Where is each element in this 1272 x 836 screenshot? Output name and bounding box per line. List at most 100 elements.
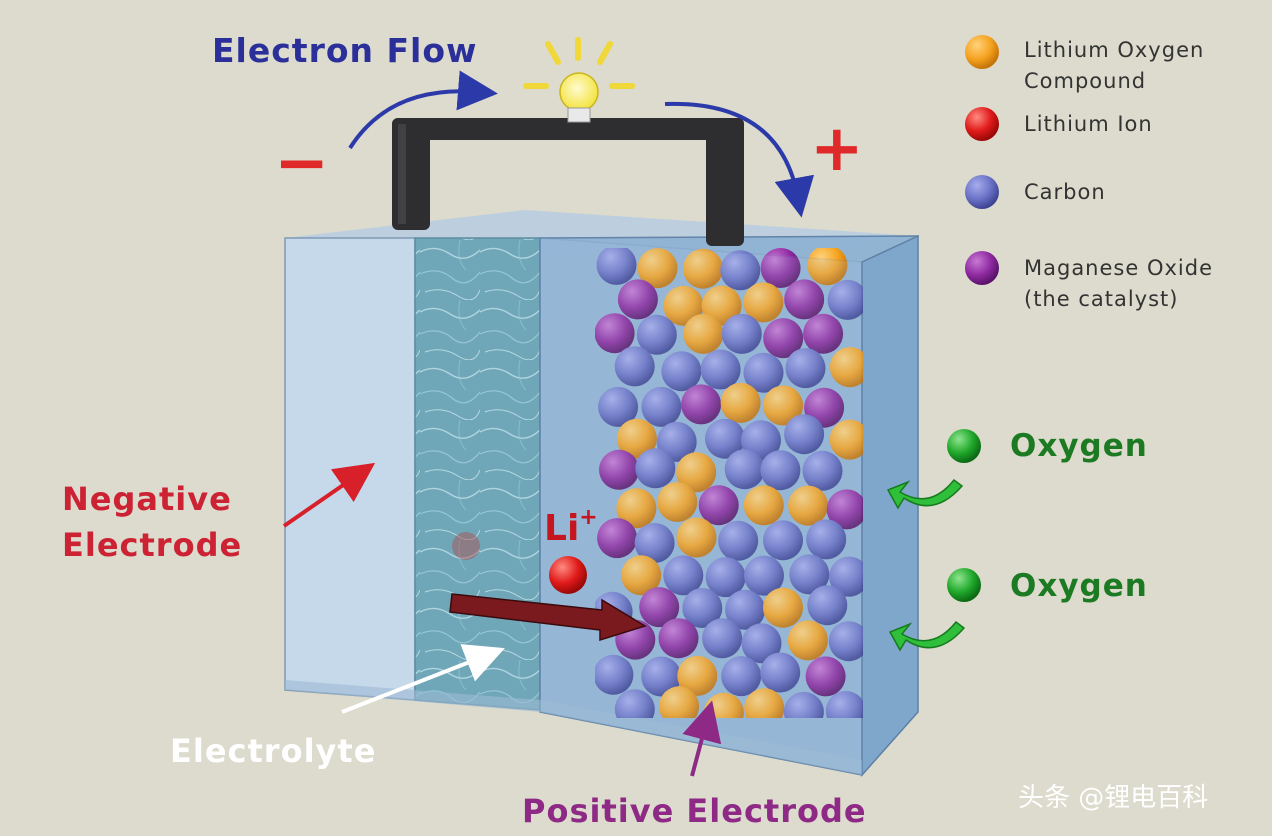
- battery-front-glass: [539, 237, 863, 776]
- carbon-particle: [760, 652, 801, 693]
- carbon-particle: [661, 351, 702, 392]
- carbon-particle: [829, 556, 863, 597]
- carbon-particle: [596, 248, 637, 285]
- carbon-particle: [720, 250, 761, 291]
- lithium-oxygen-particle: [763, 385, 804, 426]
- oxygen-molecule: [947, 429, 981, 463]
- external-circuit: [392, 118, 744, 246]
- lithium-oxygen-particle: [621, 555, 662, 596]
- lithium-oxygen-particle: [743, 282, 784, 323]
- lithium-oxygen-particle: [616, 418, 657, 459]
- oxygen-entry-2: Oxygen: [888, 568, 1148, 652]
- carbon-particle: [743, 352, 784, 393]
- carbon-particle: [682, 588, 723, 628]
- handle-left-post: [392, 118, 430, 230]
- li-ion-label: Li+: [544, 505, 598, 549]
- carbon-particle: [721, 313, 762, 354]
- lithium-oxygen-particle: [677, 655, 718, 696]
- legend-swatch: [965, 107, 999, 141]
- carbon-particle: [784, 414, 825, 455]
- lithium-oxygen-particle: [683, 313, 724, 354]
- manganese-oxide-particle: [617, 279, 658, 320]
- carbon-particle: [789, 554, 830, 595]
- manganese-oxide-particle: [639, 587, 680, 628]
- carbon-particle: [702, 618, 743, 659]
- carbon-particle: [827, 279, 863, 320]
- lithium-oxygen-particle: [663, 285, 704, 326]
- legend-item-carbon: Carbon: [965, 175, 1106, 209]
- carbon-particle: [744, 555, 784, 596]
- oxygen-entry-1: Oxygen: [886, 428, 1148, 510]
- negative-electrode-pointer: [282, 462, 376, 528]
- manganese-oxide-particle: [595, 313, 635, 354]
- lithium-ion-arrow: [449, 593, 647, 642]
- minus-sign: −: [274, 124, 329, 201]
- carbon-particle: [807, 585, 848, 626]
- manganese-oxide-particle: [658, 618, 699, 659]
- lithium-ion-faded: [452, 532, 480, 560]
- oxygen-curved-arrow-icon: [888, 620, 966, 652]
- lithium-oxygen-particle: [829, 347, 863, 388]
- carbon-particle: [725, 589, 766, 630]
- lithium-oxygen-particle: [787, 620, 828, 661]
- lithium-oxygen-particle: [743, 485, 784, 526]
- carbon-particle: [598, 386, 639, 427]
- battery-bottom-face: [285, 680, 862, 775]
- lithium-oxygen-particle: [637, 248, 678, 289]
- particle-cluster: [595, 248, 863, 718]
- legend-swatch: [965, 251, 999, 285]
- carbon-particle: [663, 555, 704, 596]
- legend-swatch: [965, 175, 999, 209]
- handle-top-bar: [392, 118, 744, 140]
- battery-right-face: [861, 234, 919, 777]
- lithium-oxygen-particle: [701, 285, 742, 326]
- carbon-particle: [828, 621, 863, 662]
- plus-sign: +: [810, 112, 864, 186]
- carbon-particle: [783, 691, 824, 718]
- lithium-oxygen-particle: [807, 248, 848, 286]
- oxygen-curved-arrow-icon: [886, 478, 964, 510]
- manganese-oxide-particle: [763, 318, 804, 359]
- manganese-oxide-particle: [698, 485, 739, 526]
- lithium-oxygen-particle: [676, 517, 717, 558]
- lithium-oxygen-particle: [676, 452, 717, 493]
- manganese-oxide-particle: [681, 384, 722, 425]
- carbon-particle: [614, 346, 655, 387]
- carbon-particle: [806, 519, 847, 560]
- carbon-particle: [718, 520, 759, 561]
- legend-item-manganese-oxide: Maganese Oxide(the catalyst): [965, 251, 1212, 311]
- watermark: 头条 @锂电百科: [1018, 783, 1208, 813]
- manganese-oxide-particle: [803, 313, 844, 354]
- carbon-particle: [825, 691, 863, 718]
- carbon-particle: [634, 523, 675, 563]
- carbon-particle: [763, 520, 803, 561]
- carbon-particle: [785, 348, 826, 389]
- carbon-particle: [636, 314, 677, 355]
- electrolyte-label: Electrolyte: [170, 732, 376, 770]
- legend-swatch: [965, 35, 999, 69]
- oxygen-label: Oxygen: [1010, 428, 1148, 464]
- lithium-ion-particle: [549, 556, 587, 594]
- carbon-particle: [760, 450, 801, 491]
- lithium-oxygen-particle: [788, 485, 829, 526]
- manganese-oxide-particle: [599, 449, 639, 490]
- manganese-oxide-particle: [805, 656, 846, 697]
- lithium-oxygen-particle: [744, 688, 785, 718]
- carbon-particle: [802, 450, 843, 491]
- electron-flow-arrow-right: [664, 101, 815, 218]
- legend-item-lithium-ion: Lithium Ion: [965, 107, 1152, 141]
- electrolyte-pointer: [341, 644, 505, 714]
- positive-electrode-label: Positive Electrode: [522, 792, 867, 830]
- carbon-particle: [724, 449, 765, 490]
- oxygen-label: Oxygen: [1010, 568, 1148, 604]
- svg-text:Carbon: Carbon: [1024, 180, 1106, 204]
- negative-electrode-slab: [284, 237, 416, 701]
- manganese-oxide-particle: [760, 248, 801, 288]
- light-bulb-icon: [523, 37, 635, 123]
- carbon-particle: [721, 656, 762, 697]
- carbon-particle: [705, 418, 745, 459]
- positive-electrode-pointer: [682, 700, 722, 777]
